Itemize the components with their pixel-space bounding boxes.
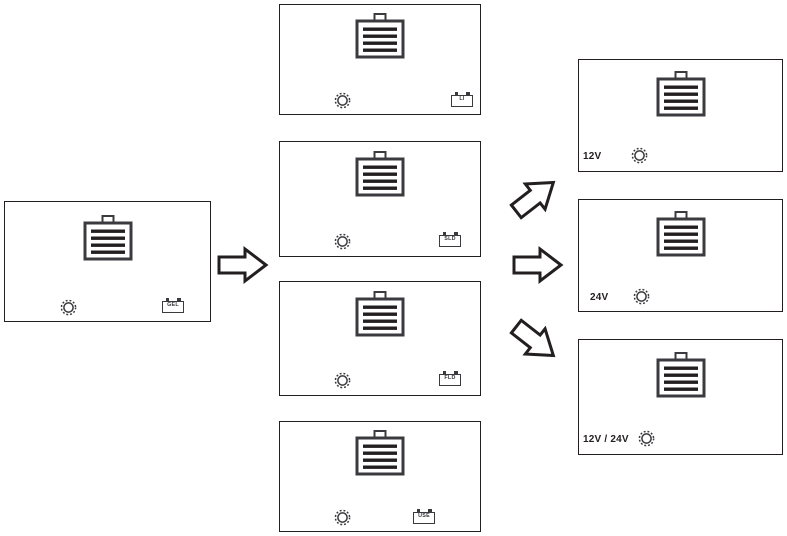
battery-terminal-left — [454, 92, 458, 95]
battery-icon — [354, 151, 406, 198]
battery-icon — [354, 430, 406, 477]
battery-icon — [82, 215, 134, 262]
gel-screen[interactable]: GEL — [4, 201, 211, 322]
battery-type-label: FLD — [444, 374, 456, 381]
battery-tag-body — [451, 94, 473, 107]
battery-tag-body — [439, 373, 461, 386]
arrow-types-to-12v-24v — [508, 318, 564, 366]
battery-tag-body — [162, 300, 184, 313]
gear-icon[interactable] — [332, 507, 353, 528]
sld-screen[interactable]: SLD — [279, 141, 481, 257]
battery-type-tag[interactable]: FLD — [439, 371, 461, 386]
arrow-types-to-12v — [508, 172, 564, 220]
voltage-label: 24V — [590, 292, 609, 303]
gear-icon[interactable] — [629, 145, 650, 166]
voltage-label: 12V — [583, 151, 602, 162]
arrow-start-to-types — [217, 245, 269, 285]
gear-icon[interactable] — [58, 297, 79, 318]
battery-tag-body — [439, 234, 461, 247]
battery-terminal-right — [454, 371, 458, 374]
battery-terminal-right — [428, 509, 432, 512]
battery-icon — [655, 211, 707, 258]
battery-type-tag[interactable]: LI — [451, 92, 473, 107]
voltage-24v-screen[interactable]: 24V — [578, 199, 783, 312]
battery-type-label: LI — [459, 95, 465, 102]
battery-type-tag[interactable]: SLD — [439, 232, 461, 247]
battery-icon — [655, 352, 707, 399]
li-screen[interactable]: LI — [279, 4, 481, 115]
battery-terminal-right — [454, 232, 458, 235]
battery-terminal-right — [466, 92, 470, 95]
battery-type-tag[interactable]: USE — [413, 509, 435, 524]
battery-type-label: USE — [418, 512, 430, 519]
battery-icon — [354, 291, 406, 338]
fld-screen[interactable]: FLD — [279, 281, 481, 396]
battery-terminal-left — [165, 298, 169, 301]
battery-type-tag[interactable]: GEL — [162, 298, 184, 313]
arrow-types-to-24v — [512, 245, 564, 285]
battery-icon — [655, 71, 707, 118]
gear-icon[interactable] — [636, 428, 657, 449]
gear-icon[interactable] — [332, 90, 353, 111]
gear-icon[interactable] — [332, 231, 353, 252]
use-screen[interactable]: USE — [279, 421, 481, 532]
gear-icon[interactable] — [631, 286, 652, 307]
gear-icon[interactable] — [332, 370, 353, 391]
battery-terminal-left — [442, 232, 446, 235]
battery-type-label: GEL — [167, 301, 179, 308]
battery-terminal-right — [177, 298, 181, 301]
battery-terminal-left — [442, 371, 446, 374]
battery-icon — [354, 13, 406, 60]
battery-type-label: SLD — [444, 235, 456, 242]
voltage-12v-24v-screen[interactable]: 12V / 24V — [578, 339, 783, 455]
voltage-12v-screen[interactable]: 12V — [578, 59, 783, 172]
battery-terminal-left — [416, 509, 420, 512]
battery-tag-body — [413, 511, 435, 524]
voltage-label: 12V / 24V — [583, 434, 629, 445]
